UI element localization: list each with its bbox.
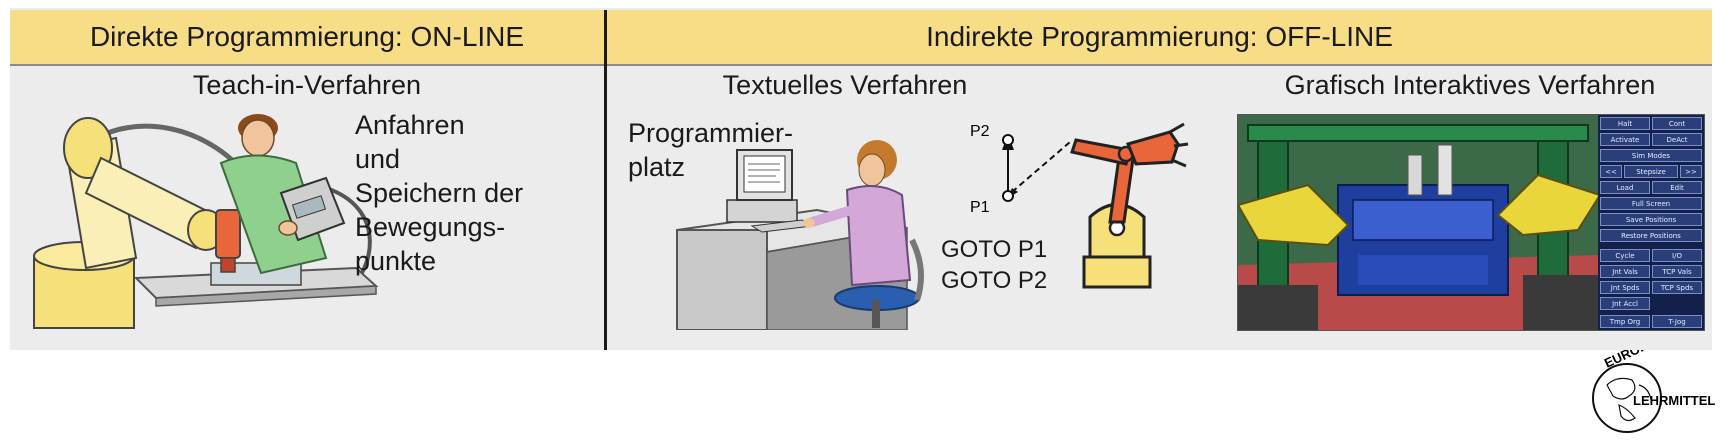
teach-in-description: Anfahren und Speichern der Bewegungs- pu…: [355, 108, 523, 278]
sim-button-tmp-org[interactable]: Tmp Org: [1600, 315, 1650, 328]
goto-code: GOTO P1 GOTO P2: [941, 234, 1047, 296]
teach-line-5: punkte: [355, 246, 437, 276]
header-offline: Indirekte Programmierung: OFF-LINE: [607, 10, 1712, 66]
sim-button-step-forward[interactable]: >>: [1680, 165, 1702, 178]
logo-bottom-text: LEHRMITTEL: [1633, 393, 1715, 408]
teach-line-2: und: [355, 144, 401, 174]
sim-button-jnt-spds[interactable]: Jnt Spds: [1600, 281, 1650, 294]
simulation-scene: [1238, 115, 1600, 330]
orange-robot-arm: [1070, 122, 1189, 289]
goto-line-1: GOTO P1: [941, 236, 1048, 263]
textual-title: Textuelles Verfahren: [722, 70, 968, 100]
graphic-interactive-title: Grafisch Interaktives Verfahren: [1284, 70, 1656, 100]
sim-button-cont[interactable]: Cont: [1652, 117, 1702, 130]
sim-button-full-screen[interactable]: Full Screen: [1600, 197, 1702, 210]
point-p1-label: P1: [970, 199, 990, 216]
point-path-diagram: P2 P1: [970, 123, 1071, 216]
sim-button-load[interactable]: Load: [1600, 181, 1650, 194]
sim-button-sim-modes[interactable]: Sim Modes: [1600, 149, 1702, 162]
sim-button-stepsize[interactable]: Stepsize: [1624, 165, 1678, 178]
teach-line-4: Bewegungs-: [355, 212, 506, 242]
teach-in-title: Teach-in-Verfahren: [192, 70, 422, 100]
sim-button-deact[interactable]: DeAct: [1652, 133, 1702, 146]
header-online-label: Direkte Programmierung: ON-LINE: [89, 21, 525, 52]
simulation-button-panel: Halt Cont Activate DeAct Sim Modes << St…: [1598, 115, 1704, 330]
sim-button-save-positions[interactable]: Save Positions: [1600, 213, 1702, 226]
sim-button-tcp-vals[interactable]: TCP Vals: [1652, 265, 1702, 278]
sim-button-io[interactable]: I/O: [1652, 249, 1702, 262]
europa-lehrmittel-logo: EUROPA LEHRMITTEL: [1592, 350, 1715, 433]
teach-line-3: Speichern der: [355, 178, 524, 208]
teach-line-1: Anfahren: [355, 110, 465, 140]
sim-button-edit[interactable]: Edit: [1652, 181, 1702, 194]
header-online: Direkte Programmierung: ON-LINE: [10, 10, 604, 66]
header-offline-label: Indirekte Programmierung: OFF-LINE: [926, 21, 1393, 52]
programming-station-illustration: [676, 140, 924, 330]
programming-station-label: Programmier- platz: [628, 116, 793, 184]
goto-line-2: GOTO P2: [941, 267, 1048, 294]
sim-button-jnt-vals[interactable]: Jnt Vals: [1600, 265, 1650, 278]
point-p2-label: P2: [970, 123, 990, 140]
sim-button-activate[interactable]: Activate: [1600, 133, 1650, 146]
teach-in-illustration: [33, 114, 379, 329]
sim-button-jnt-accl[interactable]: Jnt Accl: [1600, 297, 1650, 310]
sim-button-halt[interactable]: Halt: [1600, 117, 1650, 130]
sim-button-t-jog[interactable]: T-Jog: [1652, 315, 1702, 328]
section-divider: [604, 10, 607, 350]
sim-button-tcp-spds[interactable]: TCP Spds: [1652, 281, 1702, 294]
sim-button-step-back[interactable]: <<: [1600, 165, 1622, 178]
place-line-1: Programmier-: [628, 118, 794, 148]
sim-button-cycle[interactable]: Cycle: [1600, 249, 1650, 262]
sim-button-restore-positions[interactable]: Restore Positions: [1600, 229, 1702, 242]
place-line-2: platz: [628, 152, 686, 182]
simulation-screenshot: Halt Cont Activate DeAct Sim Modes << St…: [1237, 114, 1705, 331]
